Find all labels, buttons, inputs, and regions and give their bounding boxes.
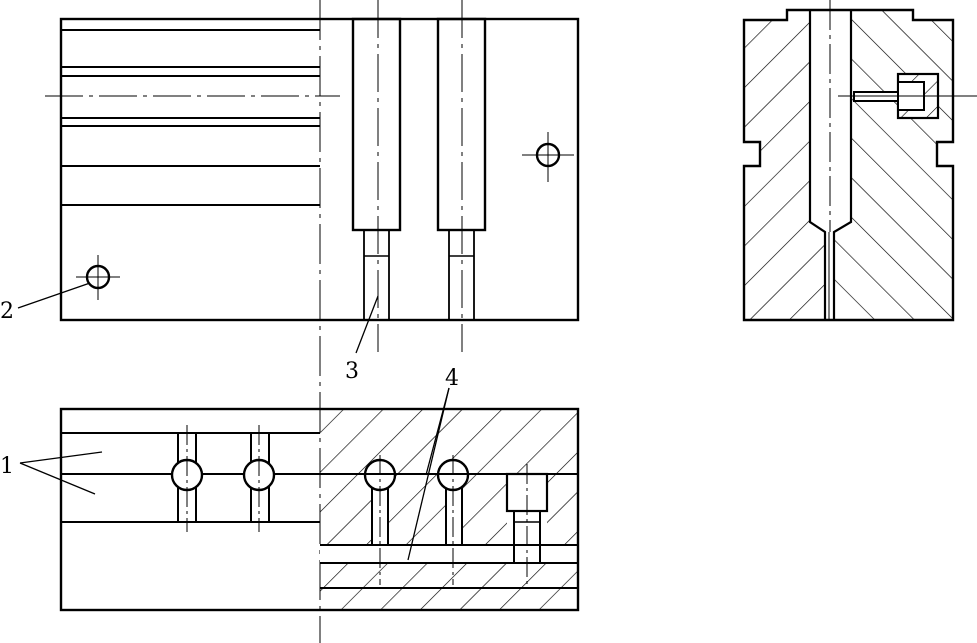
plan-gates-left: [170, 432, 276, 523]
side-section: [742, 0, 977, 322]
callout-4: 4: [445, 366, 459, 391]
callout-labels: 1 2 3 4: [0, 299, 459, 479]
callout-3: 3: [345, 359, 359, 384]
callout-leaders: [17, 282, 450, 561]
front-centerlines: [45, 0, 574, 352]
plan-view: [59, 407, 580, 612]
plan-view-outline: [59, 407, 580, 612]
ejector-insert: [838, 72, 977, 120]
runner-channel-1: [351, 17, 402, 321]
side-section-hatch-left: [744, 10, 825, 320]
front-grooves: [61, 29, 320, 206]
callout-1: 1: [0, 454, 14, 479]
sprue-channel: [808, 0, 853, 320]
callout-2: 2: [0, 299, 14, 324]
